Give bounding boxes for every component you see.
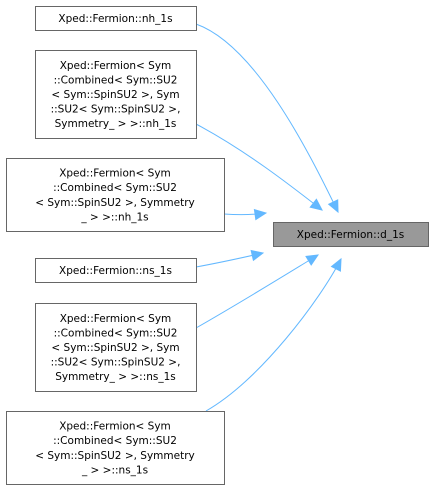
- arrowhead-nh1s_sym2: [309, 198, 323, 211]
- arrowhead-ns1s: [250, 249, 265, 262]
- node-box: [35, 258, 197, 283]
- node-ns1s_sym2[interactable]: Xped::Fermion< Sym::Combined< Sym::SU2< …: [35, 303, 197, 392]
- node-label-line: Xped::Fermion< Sym: [59, 421, 171, 433]
- node-nh1s_sym2[interactable]: Xped::Fermion< Sym::Combined< Sym::SU2< …: [35, 50, 197, 139]
- node-label-line: Xped::Fermion< Sym: [59, 168, 171, 180]
- node-label-line: _ > >::nh_1s: [80, 211, 148, 223]
- node-label-line: Xped::Fermion::ns_1s: [59, 265, 172, 277]
- node-label-line: Xped::Fermion::nh_1s: [58, 13, 172, 25]
- edge-ns1s_sym1-to-d1s: [205, 258, 342, 412]
- node-label-line: ::SU2< Sym::SpinSU2 >,: [51, 104, 181, 116]
- node-label-line: < Sym::SpinSU2 >, Symmetry: [35, 450, 195, 462]
- node-target-d1s[interactable]: Xped::Fermion::d_1s: [273, 222, 429, 247]
- node-label-line: ::Combined< Sym::SU2: [53, 182, 177, 194]
- edge-nh1s-to-d1s: [195, 23, 339, 213]
- edge-nh1s_sym2-to-d1s: [195, 123, 323, 211]
- node-label-line: Xped::Fermion::d_1s: [297, 229, 404, 241]
- node-label-line: < Sym::SpinSU2 >, Sym: [51, 342, 179, 354]
- node-label-line: Symmetry_ > >::nh_1s: [55, 118, 177, 130]
- node-label-line: ::SU2< Sym::SpinSU2 >,: [51, 357, 181, 369]
- node-label-line: < Sym::SpinSU2 >, Sym: [51, 89, 179, 101]
- node-box: [273, 222, 429, 247]
- node-label-line: ::Combined< Sym::SU2: [54, 327, 178, 339]
- node-box: [35, 303, 197, 392]
- arrowhead-ns1s_sym1: [330, 257, 342, 272]
- edge-ns1s_sym2-to-d1s: [195, 254, 319, 329]
- node-label-line: < Sym::SpinSU2 >, Symmetry: [35, 197, 195, 209]
- arrowhead-nh1s_sym1: [253, 208, 268, 221]
- node-nh1s[interactable]: Xped::Fermion::nh_1s: [35, 6, 197, 31]
- node-ns1s_sym1[interactable]: Xped::Fermion< Sym::Combined< Sym::SU2< …: [6, 411, 225, 485]
- arrowhead-ns1s_sym2: [305, 254, 320, 266]
- arrowhead-nh1s: [327, 199, 339, 214]
- node-label-line: Xped::Fermion< Sym: [60, 60, 172, 72]
- node-nh1s_sym1[interactable]: Xped::Fermion< Sym::Combined< Sym::SU2< …: [6, 158, 225, 232]
- node-label-line: ::Combined< Sym::SU2: [54, 74, 178, 86]
- node-label-line: ::Combined< Sym::SU2: [53, 435, 177, 447]
- node-label-line: _ > >::ns_1s: [81, 464, 148, 476]
- node-ns1s[interactable]: Xped::Fermion::ns_1s: [35, 258, 197, 283]
- node-box: [6, 158, 225, 232]
- node-box: [6, 411, 225, 485]
- node-label-line: Symmetry_ > >::ns_1s: [55, 371, 176, 383]
- node-label-line: Xped::Fermion< Sym: [60, 313, 172, 325]
- node-box: [35, 6, 197, 31]
- node-box: [35, 50, 197, 139]
- edges: [195, 23, 342, 412]
